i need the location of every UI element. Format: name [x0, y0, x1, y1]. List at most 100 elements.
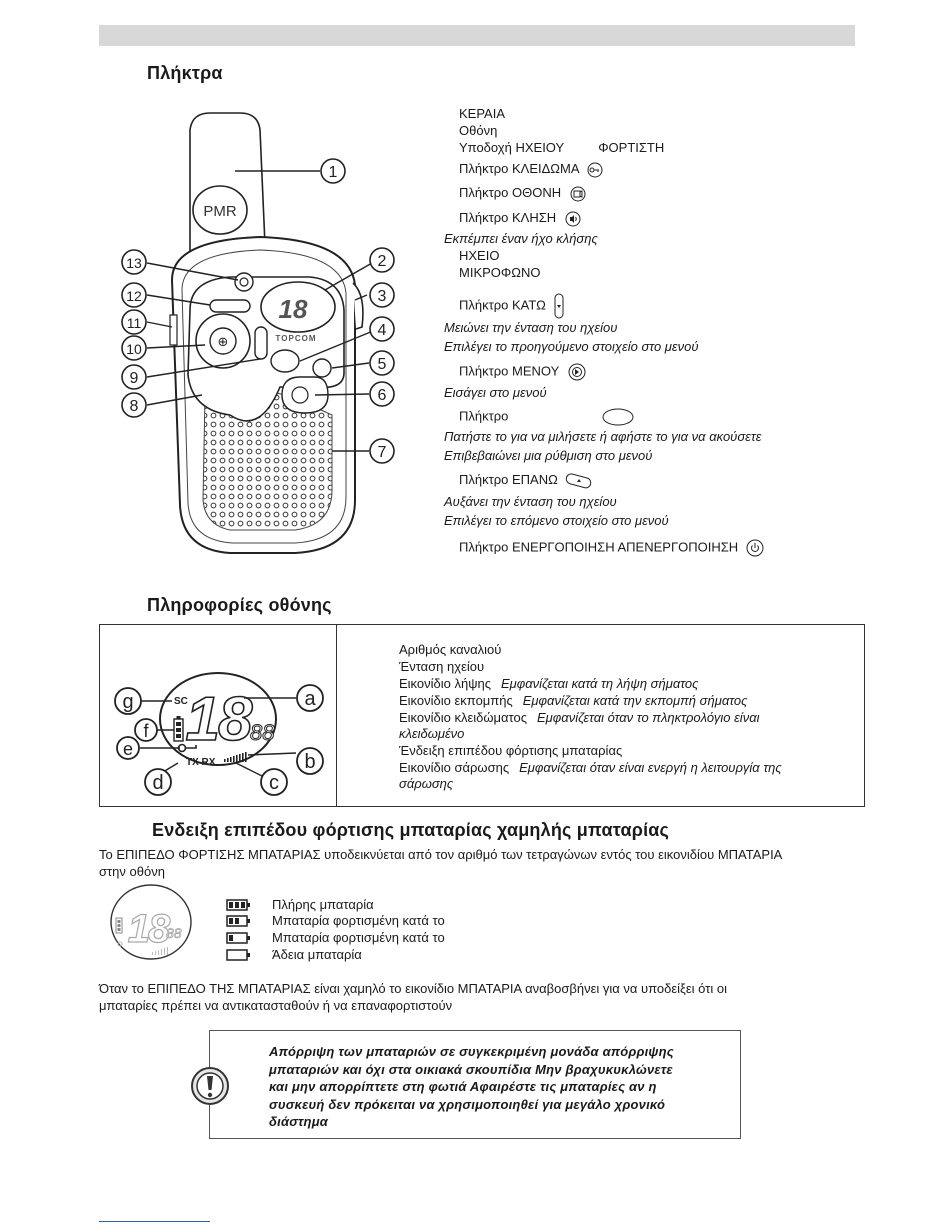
battery-level-empty: Άδεια μπαταρία: [272, 947, 362, 962]
battery-display-small: 88: [166, 925, 182, 941]
section-title-battery: Ενδειξη επιπέδου φόρτισης μπαταρίας χαμη…: [152, 820, 670, 840]
warning-line: μπαταριών και όχι στα οικιακά σκουπίδια …: [269, 1061, 673, 1077]
label-f: f: [143, 721, 149, 741]
small-digits: 88: [250, 720, 275, 745]
key-item-speaker: ΗΧΕΙΟ: [459, 248, 500, 263]
power-icon: [746, 539, 764, 557]
display-info-table: SC 18 88 TX RX: [99, 624, 865, 807]
label-g: g: [122, 691, 133, 713]
callout-11: 11: [127, 315, 142, 331]
key-item-lock: Πλήκτρο ΚΛΕΙΔΩΜΑ: [459, 161, 604, 178]
callout-1: 1: [329, 164, 338, 181]
callout-10: 10: [126, 341, 142, 357]
callout-5: 5: [378, 356, 387, 373]
display-item-channel: Αριθμός καναλιού: [399, 642, 501, 658]
display-item-label: Αριθμός καναλιού: [399, 642, 502, 657]
warning-text: Απόρριψη των μπαταριών σε συγκεκριμένη μ…: [269, 1043, 729, 1131]
display-item-label: Εικονίδιο σάρωσης: [399, 760, 510, 775]
key-desc-call: Εκπέμπει έναν ήχο κλήσης: [444, 231, 598, 246]
warning-line: συσκευή δεν πρόκειται να χρησιμοποιηθεί …: [269, 1096, 666, 1112]
sc-label: SC: [174, 696, 188, 707]
battery-low-2: μπαταρίες πρέπει να αντικατασταθούν ή να…: [99, 998, 453, 1013]
display-item-note: σάρωσης: [399, 776, 454, 791]
battery-bar: [229, 918, 233, 924]
charger-label: ΦΟΡΤΙΣΤΗ: [598, 140, 665, 155]
key-desc-up-2: Επιλέγει το επόμενο στοιχείο στο μενού: [444, 513, 669, 528]
section-title-keys: Πλήκτρα: [147, 63, 223, 83]
key-desc-ptt-2: Επιβεβαιώνει μια ρύθμιση στο μενού: [444, 448, 653, 463]
battery-bar: [229, 935, 233, 941]
key-item-power: Πλήκτρο ΕΝΕΡΓΟΠΟΙΗΣΗ ΑΠΕΝΕΡΓΟΠΟΙΗΣΗ: [459, 539, 764, 557]
key-item-display: Οθόνη: [459, 123, 498, 138]
display-item-note: Εμφανίζεται κατά την εκπομπή σήματος: [522, 693, 748, 708]
key-item-menu: Πλήκτρο ΜΕΝΟΥ: [459, 363, 587, 381]
display-item-volume: Ένταση ηχείου: [399, 659, 484, 675]
key-desc-up-1: Αυξάνει την ένταση του ηχείου: [444, 494, 617, 509]
section-title-display: Πληροφορίες οθόνης: [147, 595, 332, 615]
display-item-battery: Ένδειξη επιπέδου φόρτισης μπαταρίας: [399, 743, 622, 759]
display-item-tx: Εικονίδιο εκπομπής Εμφανίζεται κατά την ε…: [399, 693, 747, 709]
warning-line: και μην απορρίπτετε στη φωτιά Αφαιρέστε …: [269, 1079, 657, 1094]
display-key-label: Πλήκτρο ΟΘΟΝΗ: [459, 185, 562, 200]
svg-text:⊕: ⊕: [218, 334, 229, 349]
battery-level-two-thirds: Μπαταρία φορτισμένη κατά το: [272, 913, 445, 928]
header-bar: [99, 25, 855, 46]
warning-line: Απόρριψη των μπαταριών σε συγκεκριμένη μ…: [269, 1044, 674, 1059]
power-key-label: Πλήκτρο ΕΝΕΡΓΟΠΟΙΗΣΗ ΑΠΕΝΕΡΓΟΠΟΙΗΣΗ: [459, 539, 739, 555]
label-d: d: [152, 772, 163, 794]
callout-7: 7: [378, 444, 387, 461]
callout-2: 2: [378, 253, 387, 270]
key-item-display-key: Πλήκτρο ΟΘΟΝΗ: [459, 185, 587, 202]
device-display-digits: 18: [279, 294, 308, 324]
key-item-down: Πλήκτρο ΚΑΤΩ: [459, 293, 565, 319]
topcom-label: TOPCOM: [276, 334, 317, 343]
warning-exclamation-icon: [191, 1067, 229, 1105]
display-icon: [570, 186, 586, 202]
display-item-label: Εικονίδιο εκπομπής: [399, 693, 513, 708]
call-icon: [565, 211, 581, 227]
key-item-antenna: ΚΕΡΑΙΑ: [459, 106, 506, 121]
menu-icon: [568, 363, 586, 381]
ptt-oval-icon: [602, 408, 634, 426]
battery-two-thirds-icon: [226, 915, 250, 927]
callout-12: 12: [126, 288, 142, 304]
display-item-lock-cont: κλειδωμένο: [399, 726, 464, 742]
callout-13: 13: [126, 255, 142, 271]
display-diagram: SC 18 88 TX RX: [114, 672, 324, 796]
key-desc-ptt-1: Πατήστε το για να μιλήσετε ή αφήστε το γ…: [444, 429, 762, 444]
menu-key-label: Πλήκτρο ΜΕΝΟΥ: [459, 363, 560, 379]
warning-line: διάστημα: [269, 1114, 328, 1129]
display-item-label: Εικονίδιο λήψης: [399, 676, 491, 691]
walkie-talkie-illustration: PMR 18 TOPCOM ⊕: [121, 112, 395, 554]
label-b: b: [304, 751, 315, 773]
battery-bar: [229, 902, 233, 908]
ptt-key-label: Πλήκτρο: [459, 408, 509, 424]
callout-6: 6: [378, 387, 387, 404]
battery-level-full: Πλήρης μπαταρία: [272, 897, 374, 912]
display-item-label: Ένδειξη επιπέδου φόρτισης μπαταρίας: [399, 743, 623, 758]
up-key-icon: [566, 472, 592, 488]
battery-display-diagram: 18 88: [110, 884, 192, 960]
battery-intro-1: Το ΕΠΙΠΕΔΟ ΦΟΡΤΙΣΗΣ ΜΠΑΤΑΡΙΑΣ υποδεικνύε…: [99, 847, 783, 862]
label-e: e: [123, 739, 133, 759]
display-item-label: Εικονίδιο κλειδώματος: [399, 710, 528, 725]
channel-digits: 18: [186, 685, 253, 754]
battery-intro-2: στην οθόνη: [99, 864, 165, 879]
key-item-call: Πλήκτρο ΚΛΗΣΗ: [459, 210, 582, 227]
callout-8: 8: [130, 398, 139, 415]
battery-empty-icon: [226, 949, 250, 961]
pmr-badge: [192, 185, 248, 235]
battery-level-one-third: Μπαταρία φορτισμένη κατά το: [272, 930, 445, 945]
callout-3: 3: [378, 288, 387, 305]
battery-bar: [235, 902, 239, 908]
callout-group: [121, 158, 395, 464]
warning-box: Απόρριψη των μπαταριών σε συγκεκριμένη μ…: [191, 1030, 741, 1139]
battery-one-third-icon: [226, 932, 250, 944]
pmr-label: PMR: [203, 203, 237, 220]
lock-key-label: Πλήκτρο ΚΛΕΙΔΩΜΑ: [459, 161, 579, 176]
display-item-note: Εμφανίζεται όταν το πληκτρολόγιο είναι: [537, 710, 760, 725]
label-c: c: [269, 772, 279, 794]
call-key-label: Πλήκτρο ΚΛΗΣΗ: [459, 210, 557, 225]
